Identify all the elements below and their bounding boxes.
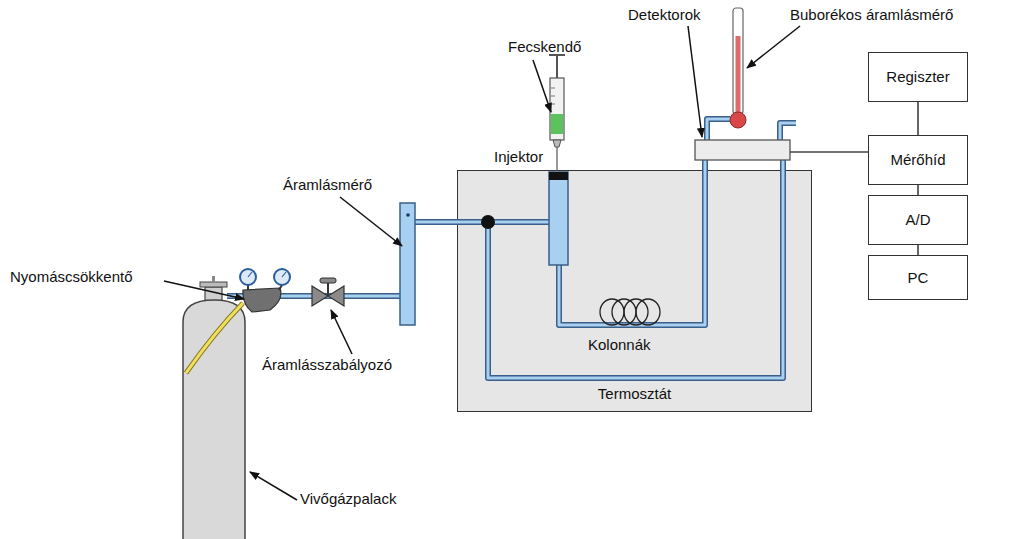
- part-label: Kolonnák: [588, 336, 651, 354]
- part-label: Áramlásszabályozó: [262, 356, 392, 374]
- computer-box: PC: [868, 255, 968, 300]
- bridge-box: Mérőhíd: [868, 135, 968, 185]
- part-label: Fecskendő: [508, 38, 581, 56]
- flow-meter-dot: [406, 213, 410, 217]
- leader-lines: [164, 26, 800, 500]
- signal-connector: [917, 102, 919, 135]
- part-label: Nyomáscsökkentő: [10, 268, 133, 286]
- part-label: Vivőgázpalack: [300, 490, 396, 508]
- node-text: Regiszter: [886, 68, 949, 86]
- flow-valve: [312, 278, 344, 306]
- node-text: A/D: [905, 211, 930, 229]
- detector: [695, 140, 790, 160]
- bubble-flowmeter: [730, 8, 746, 128]
- part-label: Detektorok: [628, 6, 701, 24]
- column-coil: [600, 299, 660, 325]
- pipe-fill: [227, 119, 796, 378]
- register-box: Regiszter: [868, 52, 968, 102]
- signal-wire: [790, 151, 868, 153]
- node-text: PC: [908, 269, 929, 287]
- gas-bottle: [183, 276, 245, 539]
- injector-cap: [549, 172, 568, 180]
- converter-box: A/D: [868, 195, 968, 245]
- signal-connector: [917, 185, 919, 195]
- injector: [549, 172, 568, 265]
- part-label: Injektor: [494, 148, 543, 166]
- part-label: Áramlásmérő: [283, 176, 372, 194]
- node-text: Mérőhíd: [890, 151, 945, 169]
- signal-connector: [917, 245, 919, 255]
- pressure-regulator: [240, 269, 290, 312]
- part-label: Buborékos áramlásmérő: [790, 6, 953, 24]
- flow-meter: [400, 203, 415, 325]
- syringe: [549, 55, 565, 171]
- junction: [481, 215, 495, 229]
- node-text: Termosztát: [458, 385, 811, 403]
- pipe-outline: [227, 119, 796, 378]
